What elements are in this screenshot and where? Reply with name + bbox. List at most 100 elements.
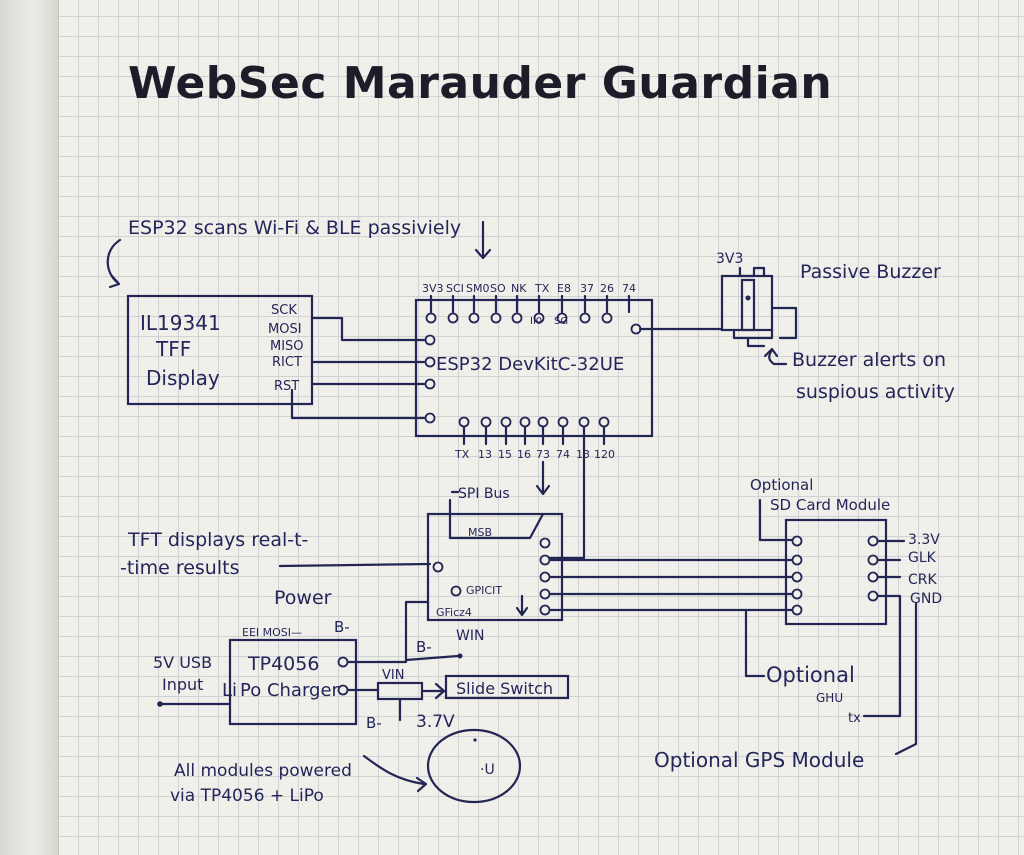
display-pin-rst: RST — [274, 379, 299, 394]
esp32-top-pin-e8: E8 — [557, 282, 571, 295]
charger-pin-out-minus — [337, 684, 349, 696]
charger-b-minus-2: B- — [416, 638, 432, 656]
display-pin-sck: SCK — [271, 303, 297, 318]
spi-pin-left-1 — [432, 561, 444, 573]
esp32-top-pin-74: 74 — [622, 282, 636, 295]
display-module — [126, 294, 314, 406]
esp32-top-pin-so: SO — [490, 282, 506, 295]
slide-switch-label: Slide Switch — [456, 679, 553, 698]
battery-voltage: 3.7V — [416, 712, 455, 732]
spi-gpio-a: GPICIT — [466, 584, 502, 597]
spi-bus-arrow-head — [535, 484, 551, 496]
wire-esp32-spi — [548, 442, 586, 560]
tft-note-line2: -time results — [120, 557, 239, 579]
usb-input-line1: 5V USB — [153, 653, 212, 672]
sd-line2: SD Card Module — [770, 496, 890, 514]
esp32-top-pin-26: 26 — [600, 282, 614, 295]
spi-bus-lines — [450, 460, 545, 494]
display-line3: Display — [146, 366, 220, 390]
esp32-bottom-pin-120: 120 — [594, 448, 615, 461]
page-title: WebSec Marauder Guardian — [128, 58, 832, 109]
vin-resistor — [376, 681, 424, 701]
spi-module-inner — [448, 498, 545, 540]
lipo-battery — [426, 728, 522, 804]
sd-left-pins — [791, 535, 803, 616]
battery-mark: ·U — [480, 762, 495, 778]
esp32-top-pin-37: 37 — [580, 282, 594, 295]
buzzer-side-lead — [770, 306, 798, 340]
wire-gps-tx — [862, 594, 902, 718]
esp32-bottom-pins — [458, 416, 610, 446]
battery-dot — [473, 738, 477, 742]
tp4056-charger — [228, 638, 358, 726]
sd-right-pins — [867, 535, 906, 602]
spi-gpio-b: GFicz4 — [436, 606, 472, 619]
buzzer-supply-label: 3V3 — [716, 251, 743, 267]
wire-rst-2 — [290, 388, 426, 420]
scan-arrow-head — [108, 274, 121, 289]
esp32-top-pin-sci: SCI — [446, 282, 464, 295]
all-modules-line2: via TP4056 + LiPo — [170, 786, 324, 806]
spi-module-label: MSB — [468, 526, 492, 539]
buzzer-bottom-leads — [732, 328, 774, 348]
all-modules-line1: All modules powered — [174, 761, 352, 781]
wire-gps-gnd — [894, 602, 918, 756]
buzzer-note-arrow — [768, 348, 788, 366]
wire-charger-bminus — [404, 654, 460, 662]
esp32-inner-pin-sg: SG — [554, 316, 568, 327]
display-pin-miso: MISO — [270, 339, 304, 354]
display-pin-mosi: MOSI — [268, 322, 302, 337]
esp32-bottom-pin-labels: TX 13 15 16 73 74 13 120 — [454, 448, 615, 461]
esp32-left-pins — [424, 334, 436, 424]
buzzer-core — [740, 278, 756, 332]
esp32-label: ESP32 DevKitC-32UE — [436, 354, 624, 375]
charger-vin-label: VIN — [382, 668, 404, 683]
buzzer-note-arrow-head — [763, 347, 779, 358]
esp32-bottom-pin-tx: TX — [454, 448, 470, 461]
esp32-board — [414, 298, 654, 438]
esp32-bottom-pin-73: 73 — [536, 448, 550, 461]
gps-pin-ghu: GHU — [816, 691, 843, 705]
esp32-bottom-pin-16: 16 — [517, 448, 531, 461]
gps-optional-label: Optional — [766, 663, 855, 687]
charger-top-pins: EEI MOSI— — [242, 626, 302, 639]
charger-b-minus-3: B- — [366, 714, 382, 732]
scan-note: ESP32 scans Wi-Fi & BLE passiviely — [128, 217, 461, 239]
spi-right-pins — [539, 537, 551, 616]
sd-line1: Optional — [750, 476, 813, 494]
esp32-top-pin-tx: TX — [534, 282, 550, 295]
buzzer-body — [720, 274, 774, 332]
gps-pin-tx: tx — [848, 711, 861, 726]
charger-bminus-dot — [457, 653, 463, 659]
notebook-binding — [0, 0, 59, 855]
charger-chip: TP4056 — [247, 653, 319, 675]
display-pin-rict: RICT — [272, 355, 302, 370]
spi-bus-label: SPI Bus — [458, 486, 510, 502]
spi-pin-left-2 — [450, 585, 462, 597]
charger-lip-prefix: Li — [222, 680, 237, 701]
usb-input-line2: Input — [162, 675, 203, 694]
buzzer-note-line2: suspious activity — [796, 381, 955, 403]
wire-sck — [310, 316, 426, 342]
usb-input-dot — [157, 701, 163, 707]
slide-switch — [444, 674, 570, 700]
display-line1: IL19341 — [140, 311, 221, 335]
esp32-bottom-pin-74: 74 — [556, 448, 570, 461]
charger-pin-out-plus — [337, 656, 349, 668]
vin-arrow-head — [434, 682, 446, 700]
all-modules-arrow-head — [415, 776, 428, 793]
scan-arrow-down-head — [474, 248, 492, 260]
power-label: Power — [274, 587, 332, 609]
esp32-top-pins — [425, 294, 642, 335]
sd-card-module — [784, 518, 888, 626]
sd-pin-gnd: GND — [910, 591, 942, 607]
all-modules-arrow — [362, 754, 426, 786]
charger-b-minus: B- — [334, 618, 350, 636]
esp32-bottom-pin-15: 15 — [498, 448, 512, 461]
esp32-inner-pin-il0: Il0 — [530, 316, 542, 327]
charger-label: Po Charger — [240, 680, 340, 701]
sd-pin-glk: GLK — [908, 550, 937, 566]
spi-module-arrow — [515, 594, 529, 617]
buzzer-top-leads — [738, 266, 766, 278]
